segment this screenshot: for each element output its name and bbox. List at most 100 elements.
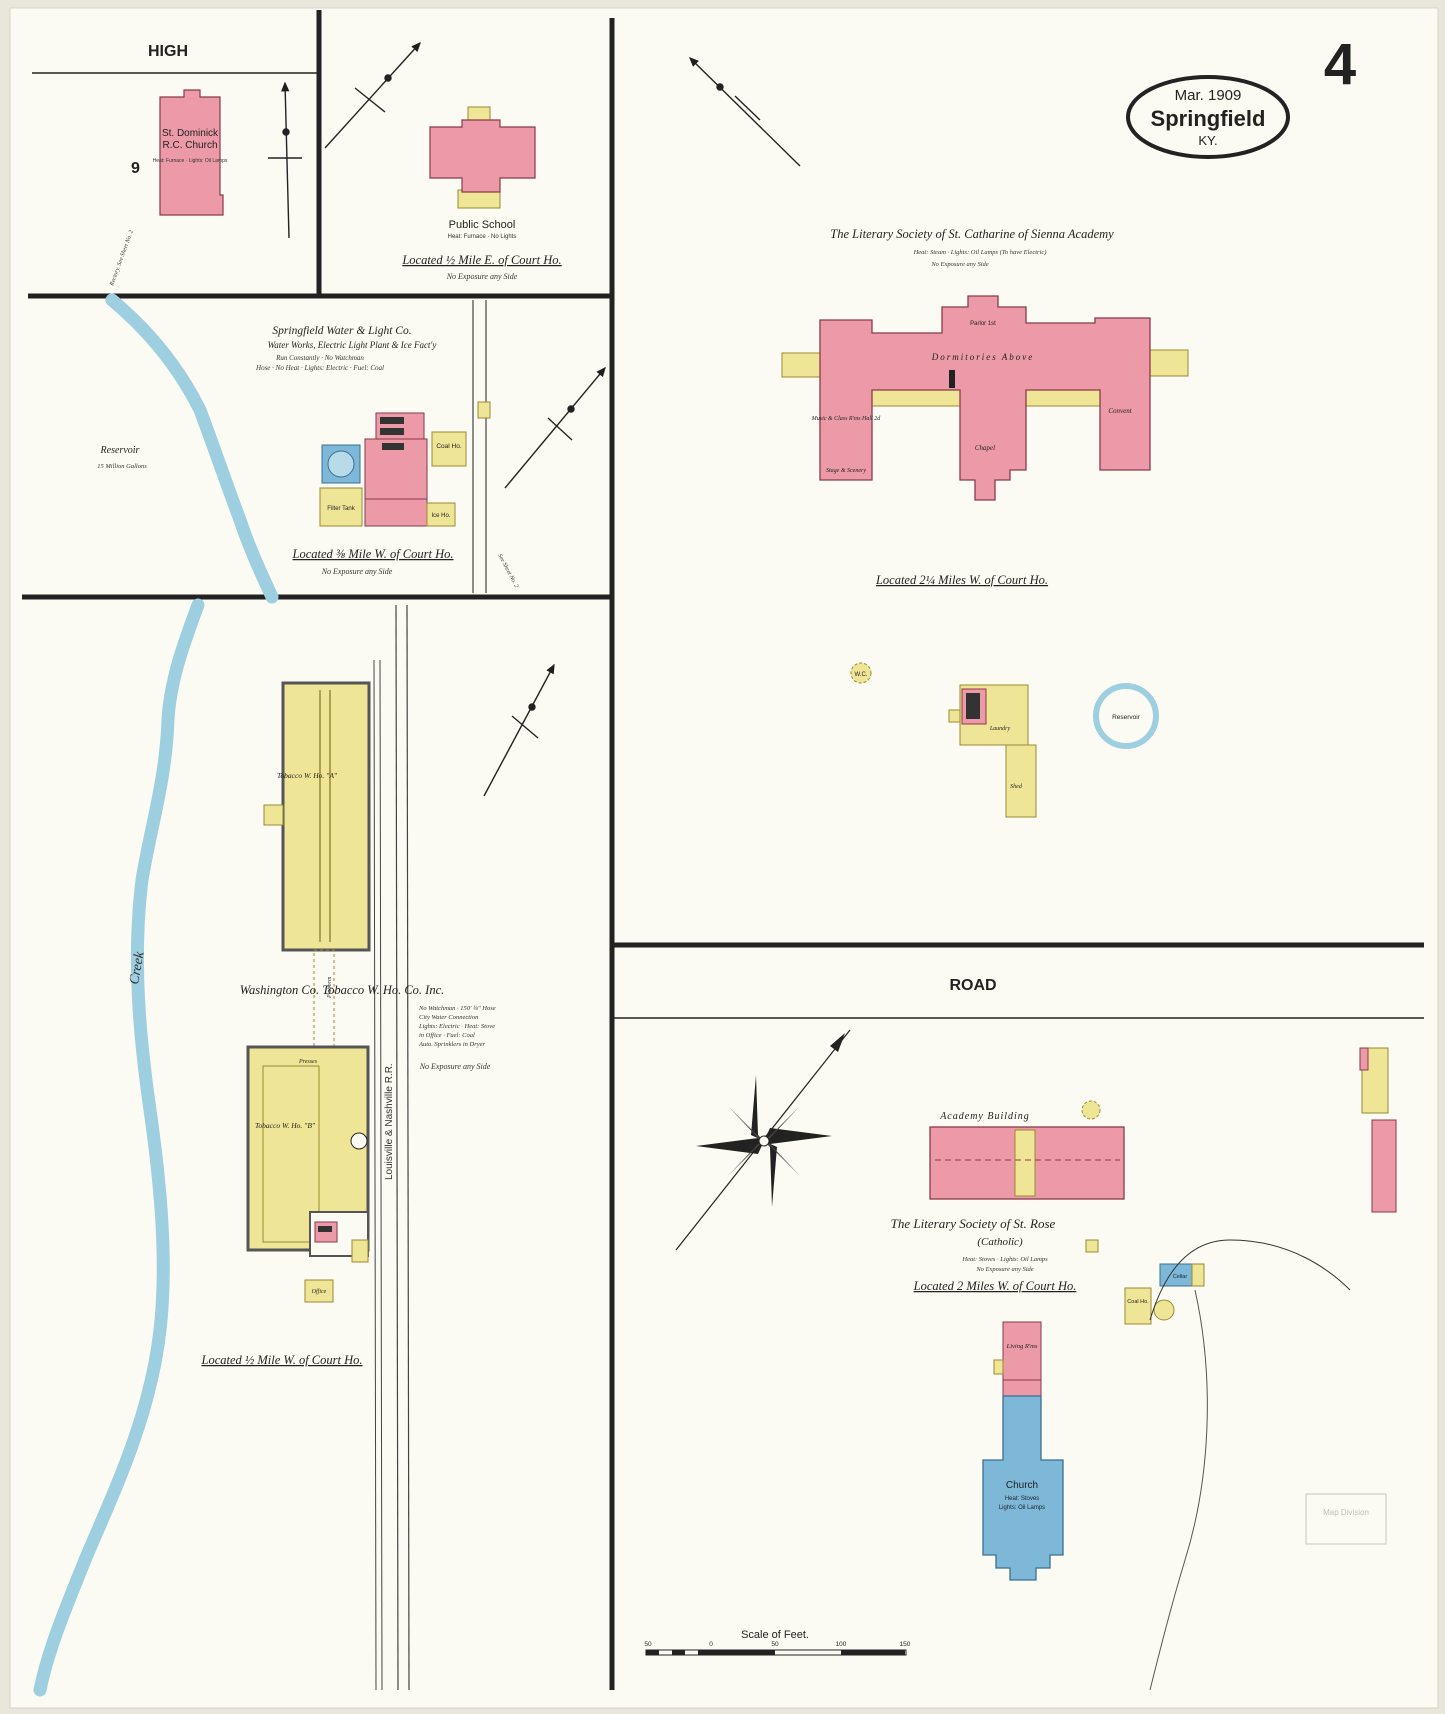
filter-tank-label: Filter Tank [327, 506, 356, 512]
public-school-exposure: No Exposure any Side [446, 272, 518, 281]
water-light-note-2: Hose · No Heat · Lights: Electric · Fuel… [255, 364, 384, 372]
railroad-tracks [373, 300, 487, 1691]
water-light-location: Located ⅜ Mile W. of Court Ho. [292, 547, 454, 561]
filter-tank[interactable] [319, 487, 363, 527]
scale-tick: 100 [836, 1641, 847, 1648]
boiler-block [966, 693, 980, 719]
pump-shed[interactable] [1085, 1239, 1099, 1253]
coal-house-label: Coal Ho. [436, 443, 461, 450]
st-rose-brick-house[interactable] [1371, 1119, 1397, 1213]
water-light-note-1: Run Constantly · No Watchman [275, 354, 364, 362]
st-rose-cistern[interactable] [1153, 1299, 1175, 1321]
water-light-exposure: No Exposure any Side [321, 567, 393, 576]
public-school-name: Public School [449, 219, 516, 231]
living-rooms-link[interactable] [1002, 1379, 1042, 1397]
wc-outbuilding[interactable] [850, 662, 872, 684]
north-arrow-icon [324, 41, 421, 149]
creek-upper [105, 293, 279, 604]
coal-house[interactable] [431, 431, 467, 467]
st-rose-outbuilding[interactable] [1081, 1100, 1101, 1120]
coal-bin[interactable] [351, 1239, 369, 1263]
presses-label: Presses [298, 1059, 318, 1065]
panel-frame-lines [22, 10, 1424, 1690]
city-label-oval: Mar. 1909 Springfield KY. [1126, 75, 1290, 159]
boundary-path [1149, 1239, 1351, 1321]
chapel-label: Chapel [975, 444, 995, 452]
academy-stair-porch[interactable] [1014, 1129, 1036, 1197]
stage-label: Stage & Scenery [826, 468, 866, 474]
ice-house-label: Ice Ho. [431, 513, 450, 519]
st-rose-coal-house-label: Coal Ho. [1127, 1299, 1149, 1305]
water-light-name: Springfield Water & Light Co. [272, 325, 411, 337]
freezing-tank-room[interactable] [364, 498, 428, 527]
north-arrow-icon [483, 663, 555, 797]
living-rooms-porch[interactable] [993, 1359, 1004, 1375]
st-dominick-name-1: St. Dominick [162, 128, 219, 139]
tobacco-note: Lights: Electric · Heat: Stove [418, 1023, 495, 1030]
block-number: 9 [131, 160, 140, 177]
tobacco-notes: No Watchman · 150' ¾" Hose City Water Co… [418, 1005, 496, 1048]
st-dominick-note: Heat: Furnace · Lights: Oil Lamps [153, 158, 228, 164]
warehouse-a-annex[interactable] [263, 804, 284, 826]
st-rose-subtitle: (Catholic) [977, 1236, 1023, 1248]
st-rose-note-2: No Exposure any Side [975, 1266, 1033, 1273]
st-catharine-note-1: Heat: Steam · Lights: Oil Lamps (To have… [913, 249, 1047, 256]
ice-house[interactable] [426, 502, 456, 527]
living-rooms-label: Living R'ms [1006, 1343, 1038, 1350]
street-label-high: HIGH [148, 43, 188, 60]
tobacco-location: Located ½ Mile W. of Court Ho. [201, 1353, 363, 1367]
north-arrow-icon [268, 81, 302, 239]
compass-rose-icon [675, 1029, 851, 1251]
water-plant-engine-room[interactable] [375, 412, 425, 440]
church-label: Church [1006, 1480, 1038, 1491]
water-light-subtitle: Water Works, Electric Light Plant & Ice … [268, 340, 437, 350]
church-note-2: Lights: Oil Lamps [999, 1505, 1045, 1511]
scale-label: Scale of Feet. [741, 1629, 809, 1641]
creek-lower [33, 598, 205, 1697]
shed-label: Shed [1010, 784, 1023, 790]
property-line [1149, 1289, 1208, 1691]
public-school-building[interactable] [429, 119, 536, 193]
sheet-number: 4 [1324, 32, 1356, 97]
wc-label: W.C. [855, 672, 868, 678]
chimney-block [949, 370, 955, 388]
st-catharine-location: Located 2¼ Miles W. of Court Ho. [875, 573, 1048, 587]
st-rose-frame-house-bay[interactable] [1359, 1047, 1369, 1071]
st-rose-church-building[interactable] [982, 1395, 1064, 1581]
pump-house[interactable] [477, 401, 491, 419]
cellar-annex[interactable] [1191, 1263, 1205, 1287]
st-rose-note-1: Heat: Stoves · Lights: Oil Lamps [961, 1256, 1048, 1263]
st-catharine-reservoir[interactable] [1093, 683, 1159, 749]
scale-tick: 50 [771, 1641, 779, 1648]
north-arrow-icon [689, 57, 801, 167]
tobacco-warehouse-a[interactable] [281, 681, 371, 952]
academy-east-porch[interactable] [1147, 349, 1189, 377]
convent-label: Convent [1108, 407, 1132, 415]
dormitories-label: Dormitories Above [931, 352, 1035, 362]
panel-water-light: Springfield Water & Light Co. Water Work… [97, 325, 519, 589]
st-catharine-academy-building[interactable] [819, 295, 1151, 501]
north-arrow-icon [504, 366, 606, 489]
boiler-block [380, 428, 404, 435]
tobacco-note: City Water Connection [419, 1014, 478, 1021]
st-rose-coal-house[interactable] [1124, 1287, 1152, 1325]
living-rooms-wing[interactable] [1002, 1321, 1042, 1381]
cellar-label: Cellar [1173, 1274, 1188, 1280]
boiler-block [318, 1226, 332, 1232]
shed-building[interactable] [1005, 744, 1037, 818]
scale-tick: 150 [900, 1641, 911, 1648]
warehouse-b-label: Tobacco W. Ho. "B" [255, 1121, 316, 1130]
creek-label: Creek [127, 950, 148, 986]
tobacco-office[interactable] [304, 1279, 334, 1303]
panel-st-rose: Academy Building The Literary Society of… [891, 1047, 1397, 1691]
st-dominick-church-building[interactable] [159, 89, 224, 216]
st-rose-location: Located 2 Miles W. of Court Ho. [913, 1279, 1077, 1293]
city-name: Springfield [1151, 106, 1266, 131]
laundry-annex[interactable] [948, 709, 961, 723]
scale-tick: 50 [644, 1641, 652, 1648]
public-school-note: Heat: Furnace · No Lights [448, 234, 517, 240]
panel-st-dominick: 9 St. Dominick R.C. Church Heat: Furnace… [109, 89, 228, 288]
music-rooms-label: Music & Class R'ms Hall 2d [811, 416, 881, 422]
academy-west-porch[interactable] [781, 352, 821, 378]
